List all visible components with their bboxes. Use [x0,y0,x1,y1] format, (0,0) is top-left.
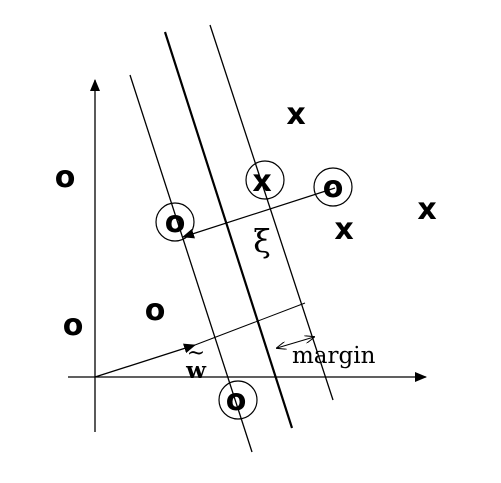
point-o: o [63,308,84,343]
margin-width-arrow [277,337,314,348]
point-x: x [334,212,353,247]
point-o: o [323,170,344,205]
weight-vector-arrow [94,343,196,378]
point-x: x [417,192,436,227]
margin-line-left [129,74,253,453]
point-o: o [55,160,76,195]
point-o: o [165,205,186,240]
support-vector-circle [218,380,258,420]
support-vector-circle [155,202,195,242]
normal-reference-line [194,302,306,346]
point-o: o [226,383,247,418]
margin-label: margin [292,343,376,369]
support-vector-circle [245,160,285,200]
w-label: w [185,357,207,384]
point-o: o [145,293,166,328]
support-vector-circle [313,167,353,207]
xi-label: ξ [253,222,271,260]
decision-boundary [163,31,294,429]
slack-arrow [182,187,336,239]
point-x: x [252,164,271,199]
w-tilde-mark: ~ [187,341,205,366]
point-x: x [286,97,305,132]
